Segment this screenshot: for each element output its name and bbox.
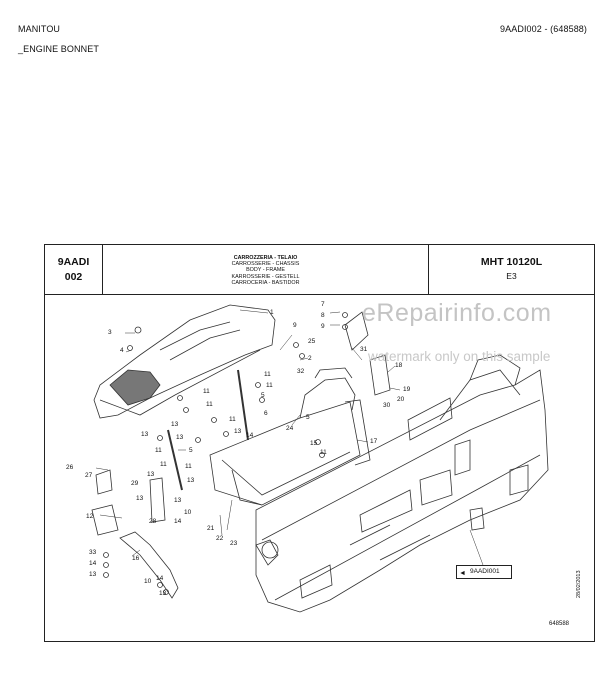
callout-13d: 13 <box>176 434 184 441</box>
callout-13g: 13 <box>136 495 144 502</box>
callout-25: 25 <box>308 338 316 345</box>
callout-13b: 13 <box>141 431 149 438</box>
callout-26: 26 <box>66 464 74 471</box>
callout-9b: 9 <box>321 323 325 330</box>
model-variant: E3 <box>506 271 517 281</box>
section-title: _ENGINE BONNET <box>18 44 99 54</box>
callout-3: 3 <box>108 329 112 336</box>
document-reference: 9AADI002 - (648588) <box>500 24 587 34</box>
watermark-note: watermark only on this sample <box>368 349 551 364</box>
callout-13j: 13 <box>159 590 167 597</box>
callout-11g: 11 <box>160 461 167 468</box>
callout-11b: 11 <box>266 382 273 389</box>
callout-14b: 14 <box>174 518 182 525</box>
brand-name: MANITOU <box>18 24 61 34</box>
callout-31: 31 <box>360 346 368 353</box>
side-brackets <box>344 311 485 531</box>
sheet-code-line1: 9AADI <box>57 256 90 268</box>
fastener-hardware <box>103 312 348 595</box>
callout-11d: 11 <box>206 401 213 408</box>
callout-24: 24 <box>286 425 294 432</box>
callout-10a: 10 <box>184 509 192 516</box>
callout-11i: 11 <box>320 449 327 456</box>
callout-18: 18 <box>395 362 403 369</box>
callout-14a: 14 <box>246 432 254 439</box>
callout-4: 4 <box>120 347 124 354</box>
vertical-date-code: 28/02/2013 <box>576 570 582 598</box>
description-italian: CARROZZERIA - TELAIO <box>233 255 298 261</box>
description-german: KARROSSERIE - GESTELL <box>231 273 300 280</box>
description-spanish: CARROCERIA - BASTIDOR <box>231 279 300 286</box>
callout-10b: 10 <box>144 578 152 585</box>
callout-28: 28 <box>149 518 157 525</box>
callout-11e: 11 <box>229 416 236 423</box>
callout-2: 2 <box>308 355 312 362</box>
sheet-code-cell: 9AADI 002 <box>45 245 103 295</box>
chassis-frame <box>255 354 549 613</box>
callout-20: 20 <box>397 396 405 403</box>
callout-13i: 13 <box>89 571 97 578</box>
callout-1: 1 <box>270 309 274 316</box>
callout-22: 22 <box>216 535 224 542</box>
sheet-number: 648588 <box>549 621 570 627</box>
model-cell: MHT 10120L E3 <box>428 245 594 295</box>
callout-8: 8 <box>321 312 325 319</box>
callout-16: 16 <box>132 555 140 562</box>
callout-11a: 11 <box>264 371 271 378</box>
cross-reference-label: 9AADI001 <box>470 568 500 575</box>
sheet-code-line2: 002 <box>64 271 83 283</box>
callout-21: 21 <box>207 525 215 532</box>
callout-12: 12 <box>86 513 94 520</box>
description-cell: CARROZZERIA - TELAIO CARROSSERIE - CHASS… <box>103 245 428 295</box>
callout-13c: 13 <box>171 421 179 428</box>
callout-13f: 13 <box>187 477 195 484</box>
callout-11f: 11 <box>155 447 162 454</box>
body-frame-panel <box>209 367 371 506</box>
title-block: 9AADI 002 CARROZZERIA - TELAIO CARROSSER… <box>45 245 594 295</box>
description-english: BODY - FRAME <box>246 267 285 274</box>
callout-27: 27 <box>85 472 93 479</box>
callout-13a: 13 <box>234 428 242 435</box>
leader-lines <box>95 309 484 566</box>
callout-5a: 5 <box>261 392 265 399</box>
lever-and-bracket <box>91 469 179 599</box>
callout-5c: 5 <box>306 414 310 421</box>
callout-6: 6 <box>264 410 268 417</box>
callout-11c: 11 <box>203 388 210 395</box>
callout-9: 9 <box>293 322 297 329</box>
callout-13h: 13 <box>174 497 182 504</box>
callout-11h: 11 <box>185 463 192 470</box>
callout-13e: 13 <box>147 471 155 478</box>
callout-30: 30 <box>383 402 391 409</box>
callout-14d: 14 <box>156 575 164 582</box>
arrow-left-icon: ◄ <box>459 570 466 577</box>
callout-32: 32 <box>297 368 305 375</box>
callout-15: 15 <box>310 440 318 447</box>
callout-7: 7 <box>321 301 325 308</box>
description-french: CARROSSERIE - CHASSIS <box>231 261 300 268</box>
parts-diagram-sheet: 9AADI 002 CARROZZERIA - TELAIO CARROSSER… <box>44 244 595 642</box>
callout-5b: 5 <box>189 447 193 454</box>
callout-33: 33 <box>89 549 97 556</box>
cross-reference-box[interactable]: ◄ 9AADI001 <box>456 565 512 579</box>
callout-14c: 14 <box>89 560 97 567</box>
callout-23: 23 <box>230 540 238 547</box>
model-name: MHT 10120L <box>480 256 543 268</box>
engine-bonnet-hood <box>93 304 276 419</box>
gas-springs <box>167 369 249 491</box>
callout-29: 29 <box>131 480 139 487</box>
callout-19: 19 <box>403 386 411 393</box>
watermark-site: eRepairinfo.com <box>362 299 552 327</box>
callout-17: 17 <box>370 438 378 445</box>
